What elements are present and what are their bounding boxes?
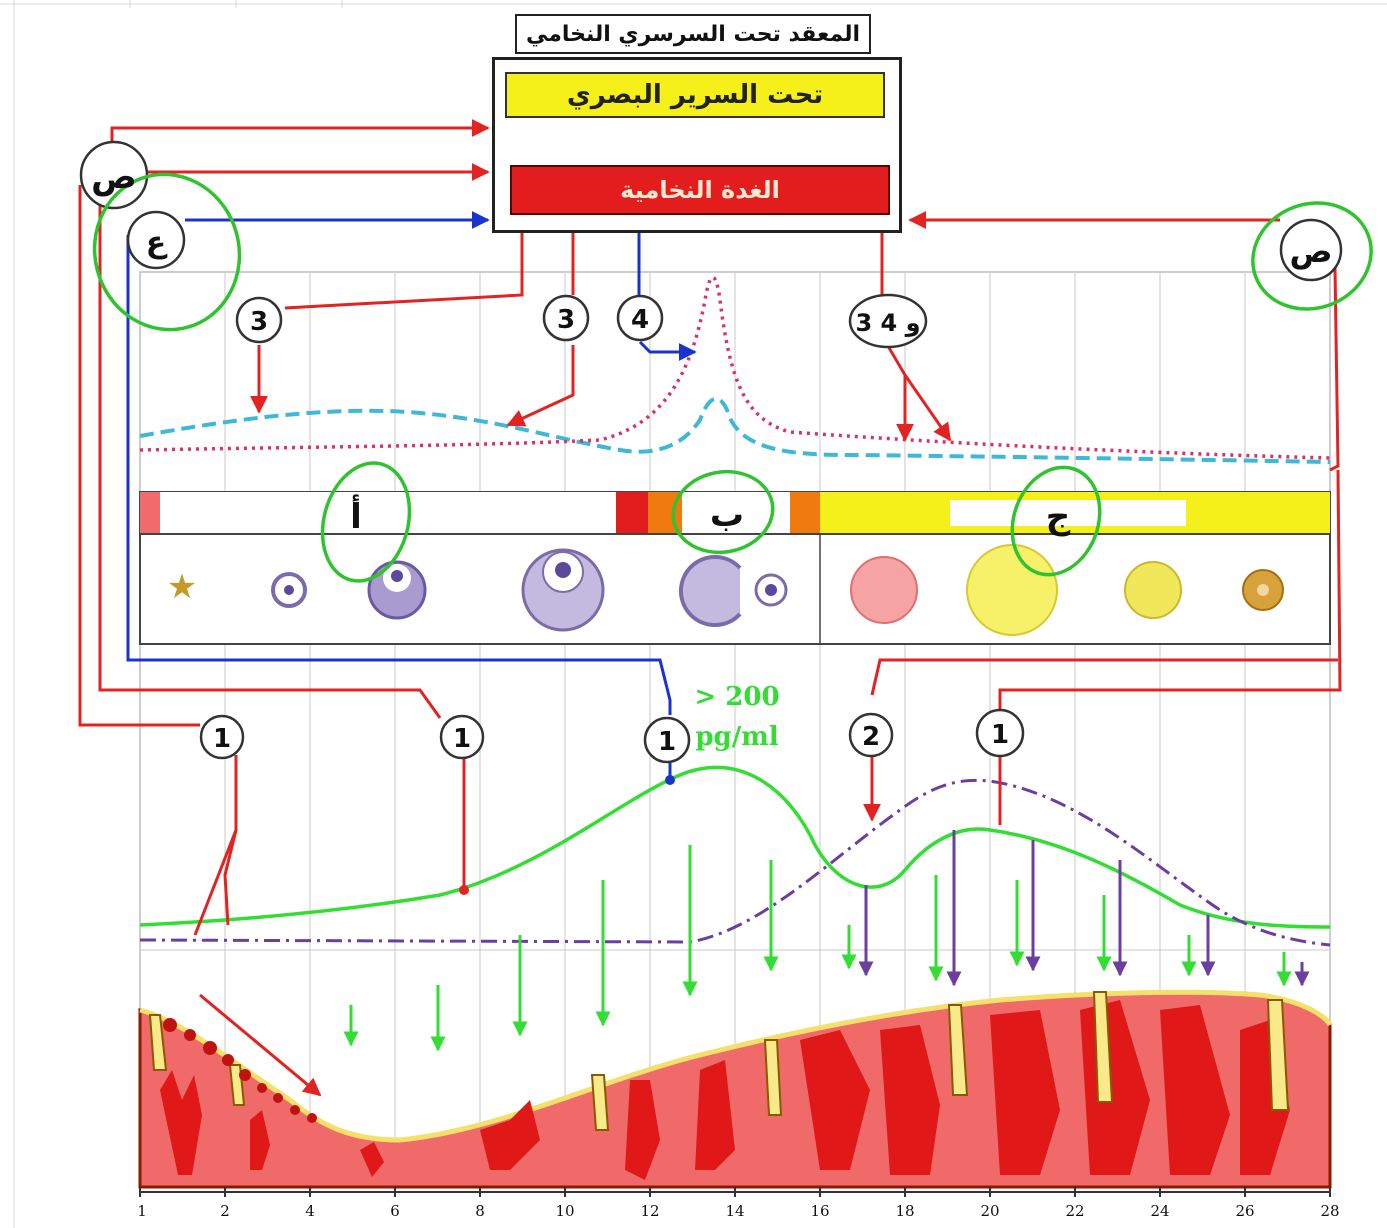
ovarian-phase-bar	[140, 492, 1330, 534]
complex-title: المعقد تحت السرسري النخامي	[515, 14, 871, 54]
hypothalamus-box: تحت السرير البصري	[505, 72, 885, 118]
pituitary-box: الغدة النخامية	[510, 165, 890, 215]
gnrh-label: GnRH	[662, 125, 742, 147]
svg-text:★: ★	[167, 567, 197, 607]
